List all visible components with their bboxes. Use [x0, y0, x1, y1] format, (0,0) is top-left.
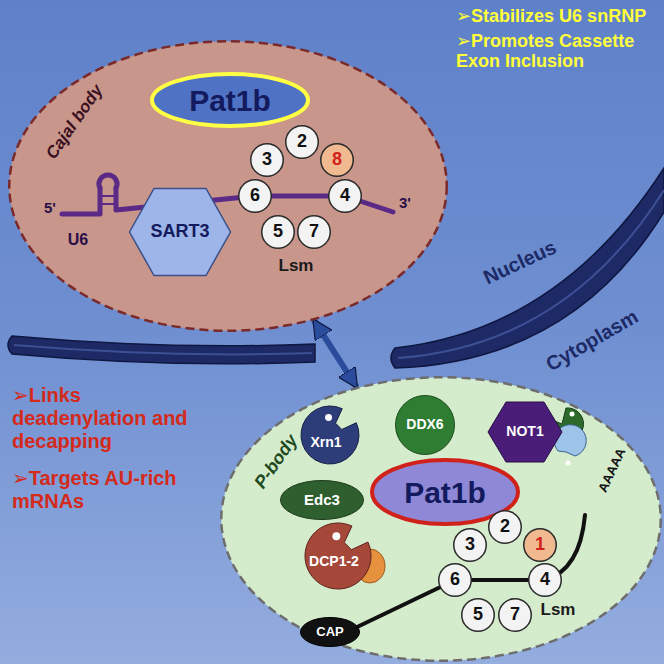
xrn1-pacman: Xrn1 [300, 405, 360, 465]
pat1b-protein-label: Pat1b [189, 84, 271, 117]
dcp-pacman-shape [305, 523, 371, 589]
lsm-subunit-label: 2 [500, 517, 510, 537]
pat1b-protein-shape [152, 74, 308, 126]
pacman-eye [570, 412, 575, 417]
complex-label: Lsm [279, 256, 314, 276]
lsm-subunit-label: 6 [450, 570, 460, 590]
lsm-subunit: 6 [238, 179, 272, 213]
mrna-cap: CAP [300, 617, 360, 647]
lsm-subunit-shape [439, 564, 472, 597]
lsm-subunit-shape [499, 599, 532, 632]
sart3-protein: SART3 [128, 187, 232, 277]
lsm-subunit-label: 8 [332, 150, 342, 170]
lsm-subunit-label: 1 [535, 535, 545, 555]
lsm-subunit-shape [524, 529, 557, 562]
pat1b-protein-label: Pat1b [404, 476, 486, 509]
ddx6-protein-shape [396, 396, 455, 455]
p-body-shape [221, 377, 661, 661]
function-bullet: ➢Targets AU-rich mRNAs [12, 467, 207, 513]
lsm-subunit-label: 3 [262, 150, 272, 170]
lsm-subunit-label: 7 [510, 605, 520, 625]
lsm-subunit-shape [262, 216, 295, 249]
lsm-subunit: 1 [523, 528, 557, 562]
pacman-eye [566, 461, 571, 466]
lsm-subunit: 3 [453, 528, 487, 562]
pat1b-protein: Pat1b [150, 72, 310, 128]
cajal-body-shape [9, 41, 447, 331]
rna-name: U6 [68, 231, 88, 249]
function-bullet: ➢Links deadenylation and decapping [12, 384, 217, 453]
edc3-protein-label: Edc3 [304, 492, 340, 509]
lsm-subunit-shape [286, 126, 319, 159]
cajal-body: Cajal bodyPat1b3286457SART3 [8, 40, 448, 332]
lsm-subunit-label: 7 [309, 222, 319, 242]
mrna-cap-label: CAP [316, 625, 343, 639]
edc3-protein: Edc3 [280, 480, 364, 520]
sart3-protein-shape [130, 189, 231, 276]
lsm-subunit-label: 5 [273, 222, 283, 242]
rna-end-label: 5' [44, 199, 56, 216]
p-body: P-bodyXrn1DDX6NOT1Edc3Pat1bDCP1-2CAP3216… [220, 376, 662, 662]
lsm-subunit-label: 4 [540, 570, 550, 590]
nuclear-envelope-lumen [14, 345, 312, 354]
u6-stem-loop [99, 175, 117, 188]
pacman-eye [332, 532, 340, 540]
function-bullet: ➢Promotes Cassette Exon Inclusion [456, 31, 662, 72]
lsm-subunit: 8 [320, 143, 354, 177]
lsm-subunit: 2 [285, 125, 319, 159]
lsm-subunit-shape [321, 144, 354, 177]
lsm-subunit: 5 [261, 215, 295, 249]
lsm-subunit-shape [489, 511, 522, 544]
pacman-eye [325, 414, 332, 421]
lsm-subunit: 5 [461, 598, 495, 632]
lsm-subunit: 6 [438, 563, 472, 597]
dcp-pacman-label: DCP1-2 [309, 554, 359, 569]
lsm-subunit-label: 5 [473, 605, 483, 625]
lsm-subunit: 4 [528, 563, 562, 597]
not1-protein: NOT1 [487, 401, 563, 463]
lsm-subunit-shape [298, 216, 331, 249]
lsm-subunit: 4 [328, 179, 362, 213]
lsm-subunit-shape [329, 180, 362, 213]
lsm-subunit-label: 3 [465, 535, 475, 555]
not1-protein-shape [488, 402, 562, 462]
rna-end-label: 3' [399, 194, 411, 211]
lsm-subunit-shape [251, 144, 284, 177]
stem-base-pairs [100, 196, 116, 204]
lsm-subunit: 2 [488, 510, 522, 544]
lsm-subunit-label: 2 [297, 132, 307, 152]
u6-rna-strand [62, 188, 100, 214]
transport-arrow [314, 320, 357, 386]
mrna-cap-shape [301, 618, 360, 647]
lsm-subunit-shape [454, 529, 487, 562]
ddx6-protein: DDX6 [395, 395, 455, 455]
lsm-subunit-label: 6 [250, 186, 260, 206]
xrn1-pacman-shape [301, 406, 359, 464]
lsm-subunit-shape [462, 599, 495, 632]
sart3-protein-label: SART3 [150, 222, 209, 242]
xrn1-pacman-label: Xrn1 [310, 435, 341, 450]
lsm-subunit: 7 [498, 598, 532, 632]
dcp-pacman: DCP1-2 [304, 522, 372, 590]
edc3-protein-shape [281, 481, 364, 520]
lsm-subunit-shape [529, 564, 562, 597]
not1-protein-label: NOT1 [506, 424, 543, 439]
lsm-subunit-shape [239, 180, 272, 213]
lsm-subunit: 7 [297, 215, 331, 249]
lsm-subunit: 3 [250, 143, 284, 177]
nuclear-envelope [8, 336, 315, 364]
ddx6-protein-label: DDX6 [406, 417, 443, 432]
lsm-subunit-label: 4 [340, 186, 350, 206]
function-bullet: ➢Stabilizes U6 snRNP [456, 6, 662, 27]
complex-label: Lsm [541, 600, 576, 620]
